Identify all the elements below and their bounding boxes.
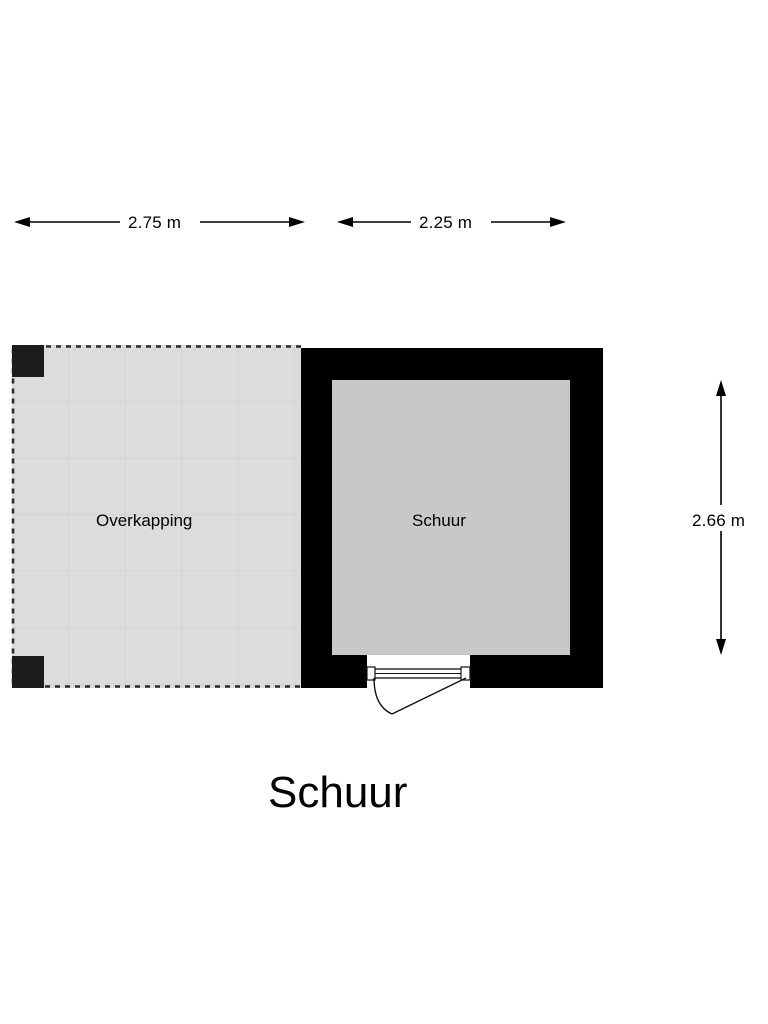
corner-post-top-left [12, 345, 44, 377]
arrowhead-left-icon [14, 217, 30, 227]
arrowhead-up-icon [716, 380, 726, 396]
arrowhead-left-icon [337, 217, 353, 227]
dimension-top-left [14, 210, 305, 235]
dimension-label-overkapping-width: 2.75 m [128, 213, 182, 232]
entry-door[interactable] [366, 655, 471, 715]
room-label-overkapping: Overkapping [96, 511, 193, 530]
room-schuur [301, 348, 603, 688]
dimension-top-right [337, 210, 566, 235]
door-swing-arc [373, 677, 393, 715]
dimension-label-gap [688, 505, 760, 531]
arrowhead-right-icon [550, 217, 566, 227]
dimension-label-gap [120, 210, 200, 235]
dimension-label-schuur-width: 2.25 m [419, 213, 473, 232]
door-strike-jamb [460, 666, 471, 681]
page-title: Schuur [268, 768, 408, 817]
overkapping-dashed-outline [11, 345, 301, 688]
room-label-schuur: Schuur [412, 511, 466, 530]
door-swing-leaf-line [391, 677, 467, 715]
dimension-label-depth: 2.66 m [692, 511, 746, 530]
room-overkapping [11, 345, 301, 688]
dimension-label-gap [411, 210, 491, 235]
door-hinge-jamb [366, 666, 376, 681]
dimension-right [688, 380, 760, 655]
schuur-floor [332, 380, 570, 655]
corner-post-bottom-left [12, 656, 44, 688]
overkapping-floor [12, 345, 301, 688]
arrowhead-right-icon [289, 217, 305, 227]
arrowhead-down-icon [716, 639, 726, 655]
